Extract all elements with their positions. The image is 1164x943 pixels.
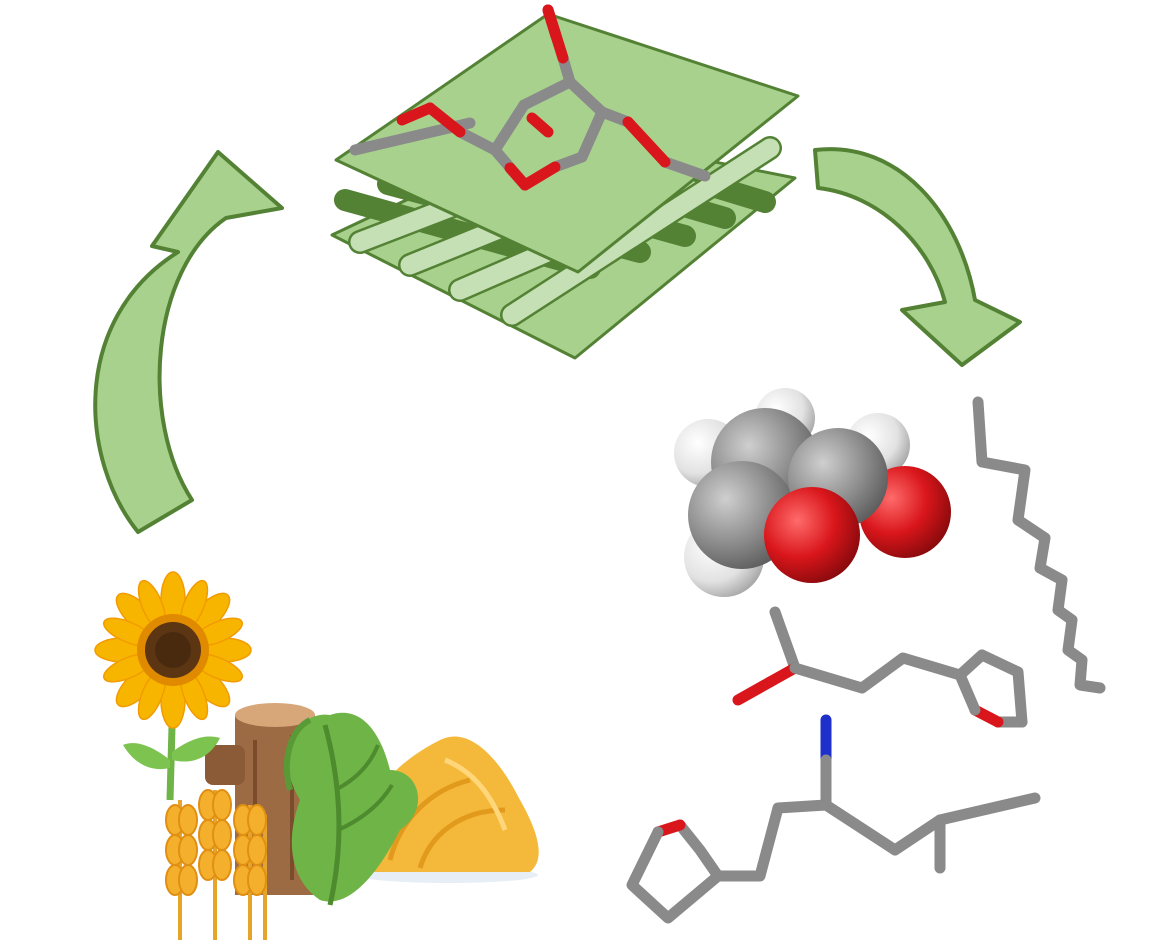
furfural-space-filling-icon	[674, 388, 951, 597]
curved-arrow-up-icon	[93, 150, 284, 534]
furyl-ketone-molecule-icon	[732, 606, 1028, 728]
sunflower-icon	[94, 571, 252, 801]
cellulose-fiber-sheets-icon	[330, 12, 800, 360]
hay-pile-icon	[358, 736, 539, 883]
leafy-green-icon	[284, 712, 419, 906]
biomass-feedstock-icon	[94, 571, 539, 940]
wheat-icon	[165, 789, 267, 940]
alkane-chain-icon	[972, 396, 1106, 694]
curved-arrow-right-down-icon	[813, 147, 1022, 367]
furyl-amine-molecule-icon	[626, 714, 1041, 924]
glucose-molecule-icon	[349, 4, 711, 191]
